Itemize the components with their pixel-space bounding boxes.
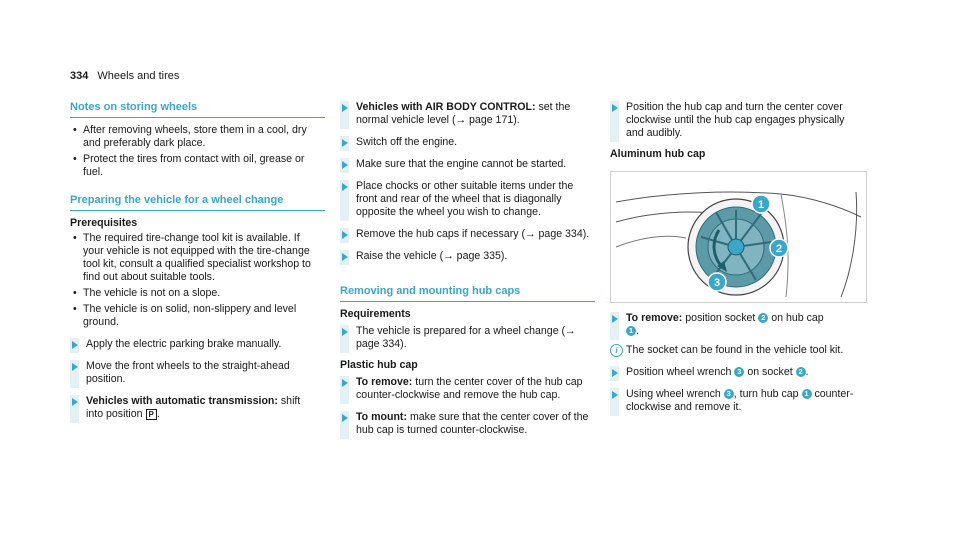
callout-3: 3: [714, 277, 720, 289]
list-item: The vehicle is not on a slope.: [70, 287, 320, 300]
step: Position the hub cap and turn the center…: [610, 101, 860, 142]
step: Remove the hub caps if necessary (→ page…: [340, 228, 590, 243]
step-arrow-icon: [610, 366, 619, 379]
step-arrow-icon: [340, 325, 349, 338]
step-arrow-icon: [610, 101, 619, 114]
notes-heading: Notes on storing wheels: [70, 101, 325, 118]
prerequisites-label: Prerequisites: [70, 217, 138, 229]
step: The vehicle is prepared for a wheel chan…: [340, 325, 590, 353]
step-arrow-icon: [340, 180, 349, 193]
step-arrow-icon: [610, 388, 619, 401]
info-note: i The socket can be found in the vehicle…: [610, 344, 860, 357]
step: Place chocks or other suitable items und…: [340, 180, 590, 221]
step-arrow-icon: [340, 136, 349, 149]
step: Vehicles with AIR BODY CONTROL: set the …: [340, 101, 590, 129]
step: Move the front wheels to the straight-ah…: [70, 360, 320, 388]
step-arrow-icon: [340, 250, 349, 263]
step: To mount: make sure that the center cove…: [340, 411, 590, 439]
step-arrow-icon: [340, 411, 349, 424]
info-icon: i: [610, 344, 623, 357]
step: Apply the electric parking brake manuall…: [70, 338, 320, 353]
column-3: Position the hub cap and turn the center…: [610, 101, 867, 416]
list-item: Protect the tires from contact with oil,…: [70, 153, 320, 179]
list-item: The vehicle is on solid, non-slippery an…: [70, 303, 320, 329]
step: Raise the vehicle (→ page 335).: [340, 250, 590, 265]
step-arrow-icon: [70, 338, 79, 351]
plastic-hub-cap-label: Plastic hub cap: [340, 359, 418, 371]
hub-cap-illustration: 1 2 3: [610, 171, 867, 303]
page-number: 334: [70, 70, 89, 82]
step-arrow-icon: [70, 395, 79, 408]
column-1: Notes on storing wheels After removing w…: [70, 101, 325, 423]
section-title: Wheels and tires: [97, 70, 180, 82]
step: Position wheel wrench 3 on socket 2.: [610, 366, 860, 381]
aluminum-hub-cap-label: Aluminum hub cap: [610, 148, 706, 160]
step-arrow-icon: [610, 312, 619, 325]
number-2-icon: 2: [758, 313, 769, 323]
callout-2: 2: [776, 243, 782, 255]
page-header: 334 Wheels and tires: [70, 70, 179, 82]
number-3-icon: 3: [723, 389, 734, 399]
callout-1: 1: [758, 199, 764, 211]
step-arrow-icon: [340, 101, 349, 114]
hub-caps-heading: Removing and mounting hub caps: [340, 285, 595, 302]
step: Using wheel wrench 3, turn hub cap 1 cou…: [610, 388, 860, 416]
step-arrow-icon: [340, 228, 349, 241]
step: Make sure that the engine cannot be star…: [340, 158, 590, 173]
step: Vehicles with automatic transmission: sh…: [70, 395, 320, 423]
preparing-heading: Preparing the vehicle for a wheel change: [70, 194, 325, 211]
requirements-label: Requirements: [340, 308, 411, 320]
step-arrow-icon: [340, 376, 349, 389]
wheel-illustration-icon: 1 2 3: [615, 191, 862, 298]
step: To remove: position socket 2 on hub cap …: [610, 312, 860, 340]
park-position-icon: P: [145, 409, 157, 420]
number-1-icon: 1: [626, 326, 636, 336]
number-3-icon: 3: [734, 367, 745, 377]
list-item: The required tire-change tool kit is ava…: [70, 232, 320, 284]
column-2: Vehicles with AIR BODY CONTROL: set the …: [340, 101, 595, 439]
step-arrow-icon: [340, 158, 349, 171]
step: To remove: turn the center cover of the …: [340, 376, 590, 404]
list-item: After removing wheels, store them in a c…: [70, 124, 320, 150]
step-arrow-icon: [70, 360, 79, 373]
number-2-icon: 2: [795, 367, 806, 377]
step: Switch off the engine.: [340, 136, 590, 151]
number-1-icon: 1: [801, 389, 812, 399]
